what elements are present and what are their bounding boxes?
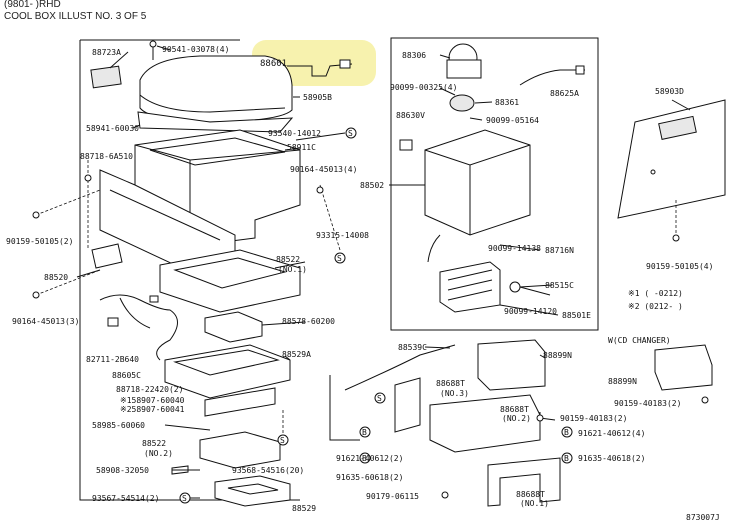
- label-90159-50105-2: 90159-50105(2): [6, 237, 73, 246]
- label-88529A: 88529A: [282, 350, 311, 359]
- label-88688T-no3-sub: (NO.3): [440, 389, 469, 398]
- label-88520: 88520: [44, 273, 68, 282]
- duct-88688T-no1: [487, 457, 561, 507]
- label-cd-changer: W(CD CHANGER): [608, 336, 671, 345]
- label-90099-14120: 90099-14120: [504, 307, 557, 316]
- label-88688T-no2-sub: (NO.2): [502, 414, 531, 423]
- label-93315: 93315-14008: [316, 231, 369, 240]
- label-91635-right: 91635-40618(2): [578, 454, 645, 463]
- duct-88688T-no2: [429, 394, 541, 453]
- label-88688T-no3: 88688T: [436, 379, 465, 388]
- label-58941: 58941-60030: [86, 124, 139, 133]
- header-title: COOL BOX ILLUST NO. 3 OF 5: [4, 11, 147, 22]
- label-58905B: 58905B: [303, 93, 332, 102]
- svg-text:B: B: [362, 428, 367, 437]
- duct-88688T-no3: [394, 377, 421, 433]
- label-88522-no1-sub: (NO.1): [278, 265, 307, 274]
- svg-text:S: S: [348, 129, 353, 138]
- svg-text:S: S: [377, 394, 382, 403]
- figure-number: 873007J: [686, 513, 720, 522]
- wire-88625A: [519, 69, 585, 86]
- gasket-88578: [204, 311, 263, 343]
- label-90159-40183: 90159-40183(2): [560, 414, 627, 423]
- label-88578: 88578-60200: [282, 317, 335, 326]
- label-90159-50105-4: 90159-50105(4): [646, 262, 713, 271]
- label-58985: 58985-60060: [92, 421, 145, 430]
- label-88688T-no2: 88688T: [500, 405, 529, 414]
- label-58911C: 58911C: [287, 143, 316, 152]
- label-88522-no1: 88522: [276, 255, 300, 264]
- label-88522-no2-sub: (NO.2): [144, 449, 173, 458]
- label-88529: 88529: [292, 504, 316, 513]
- label-93568: 93568-54516(20): [232, 466, 304, 475]
- pipe-88716N: [427, 234, 441, 263]
- label-90541: 90541-03078(4): [162, 45, 229, 54]
- label-91621-left: 91621-40612(2): [336, 454, 403, 463]
- label-88515C: 88515C: [545, 281, 574, 290]
- harness-88601: [290, 63, 353, 77]
- note-1: ※1 ( -0212): [628, 289, 683, 298]
- label-93540: 93540-14012: [268, 129, 321, 138]
- box-88899N: [477, 339, 546, 391]
- label-91621-right: 91621-40612(4): [578, 429, 645, 438]
- svg-text:S: S: [280, 436, 285, 445]
- label-58907-60041: ※258907-60041: [120, 405, 185, 414]
- frame-bottom-right: [329, 375, 360, 441]
- label-88502: 88502: [360, 181, 384, 190]
- label-90179: 90179-06115: [366, 492, 419, 501]
- label-93567: 93567-54514(2): [92, 494, 159, 503]
- label-90159-40183-cd: 90159-40183(2): [614, 399, 681, 408]
- header-model: (9801- )RHD: [4, 0, 61, 10]
- label-90099-00325: 90099-00325(4): [390, 83, 457, 92]
- label-88501E: 88501E: [562, 311, 591, 320]
- label-88306: 88306: [402, 51, 426, 60]
- label-88899N: 88899N: [543, 351, 572, 360]
- label-88718-22420: 88718-22420(2): [116, 385, 183, 394]
- label-88688T-no1: 88688T: [516, 490, 545, 499]
- label-58907-60040: ※158907-60040: [120, 396, 185, 405]
- label-90164-45013-3: 90164-45013(3): [12, 317, 79, 326]
- hose-88539C: [344, 344, 456, 391]
- mat-88529: [214, 475, 291, 507]
- label-82711: 82711-2B640: [86, 355, 139, 364]
- tray-88522-no2: [199, 431, 281, 469]
- svg-text:B: B: [362, 454, 367, 463]
- cd-changer-box: [654, 344, 713, 391]
- label-88899N-cd: 88899N: [608, 377, 637, 386]
- label-58903D: 58903D: [655, 87, 684, 96]
- svg-text:B: B: [564, 454, 569, 463]
- fan-88361: [449, 94, 475, 112]
- panel-58903D: [617, 99, 726, 219]
- svg-text:B: B: [564, 428, 569, 437]
- wiring-82711: [99, 294, 178, 361]
- unit-88502: [424, 129, 531, 236]
- tray-88522-no1: [159, 249, 301, 313]
- cooler-88501E: [439, 261, 501, 313]
- label-90164-45013-4: 90164-45013(4): [290, 165, 357, 174]
- frame-blower: [390, 37, 599, 331]
- label-88688T-no1-sub: (NO.1): [520, 499, 549, 508]
- label-88539C: 88539C: [398, 343, 427, 352]
- svg-text:S: S: [337, 254, 342, 263]
- label-58908: 58908-32050: [96, 466, 149, 475]
- label-90099-14138: 90099-14138: [488, 244, 541, 253]
- label-88605C: 88605C: [112, 371, 141, 380]
- label-88361: 88361: [495, 98, 519, 107]
- plate-88723A: [90, 65, 122, 89]
- label-88716N: 88716N: [545, 246, 574, 255]
- bracket-58907: [204, 387, 276, 417]
- label-88625A: 88625A: [550, 89, 579, 98]
- label-88601: 88601: [260, 59, 287, 69]
- label-90099-05164: 90099-05164: [486, 116, 539, 125]
- svg-text:S: S: [182, 494, 187, 503]
- label-88718-6A510: 88718-6A510: [80, 152, 133, 161]
- label-88630V: 88630V: [396, 111, 425, 120]
- label-88522-no2: 88522: [142, 439, 166, 448]
- label-91635-left: 91635-60618(2): [336, 473, 403, 482]
- label-88723A: 88723A: [92, 48, 121, 57]
- note-2: ※2 (0212- ): [628, 302, 683, 311]
